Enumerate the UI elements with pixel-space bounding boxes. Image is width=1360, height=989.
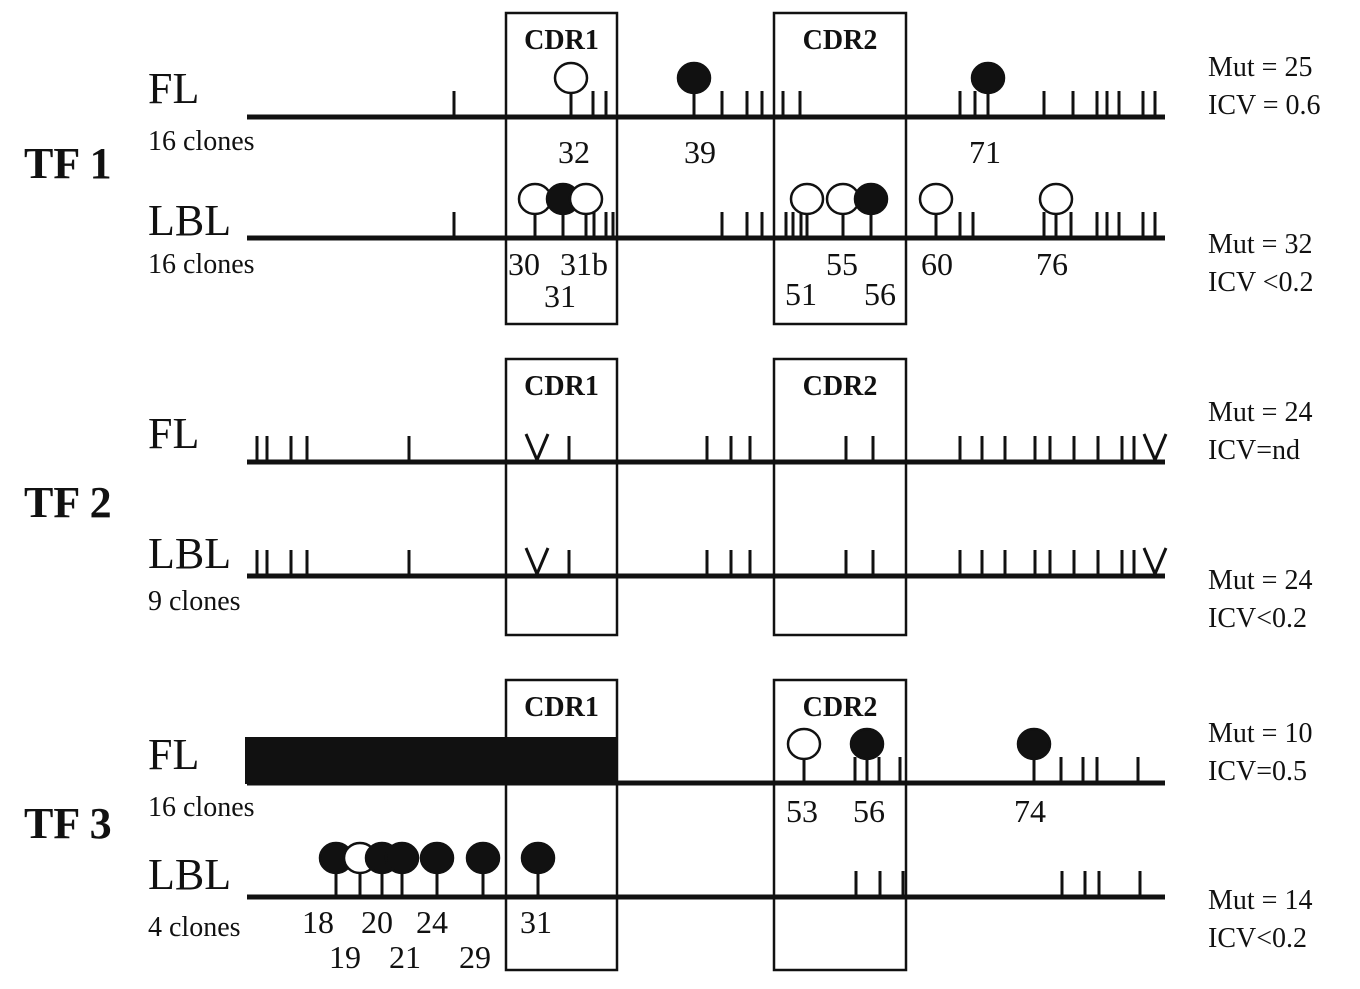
icv-value: ICV=nd — [1208, 435, 1300, 466]
open-circle-marker — [568, 182, 604, 216]
v-mark — [1142, 547, 1168, 578]
filled-circle-marker — [384, 841, 420, 875]
mutation-count: Mut = 24 — [1208, 397, 1312, 428]
open-circle-marker — [789, 182, 825, 216]
codon-label: 24 — [416, 904, 448, 940]
v-mark — [1142, 433, 1168, 464]
cdr2-box — [772, 11, 908, 326]
codon-label: 76 — [1036, 246, 1068, 282]
filled-circle-marker — [465, 841, 501, 875]
codon-label: 74 — [1014, 793, 1046, 829]
codon-label: 32 — [558, 134, 590, 170]
codon-label: 51 — [785, 276, 817, 312]
filled-circle-marker — [419, 841, 455, 875]
open-circle-marker — [553, 61, 589, 95]
v-mark — [524, 547, 550, 578]
codon-label: 30 — [508, 246, 540, 282]
filled-circle-marker — [520, 841, 556, 875]
panel-title: TF 1 — [24, 139, 112, 188]
cdr1-label: CDR1 — [524, 692, 599, 723]
codon-label: 31 — [544, 278, 576, 314]
filled-circle-marker — [970, 61, 1006, 95]
cdr1-box — [504, 11, 619, 326]
mutation-count: Mut = 32 — [1208, 229, 1312, 260]
mutation-count: Mut = 25 — [1208, 52, 1312, 83]
codon-label: 21 — [389, 939, 421, 975]
clone-count: 4 clones — [148, 912, 241, 943]
filled-circle-marker — [676, 61, 712, 95]
mutation-count: Mut = 14 — [1208, 885, 1312, 916]
row-name: FL — [148, 730, 199, 779]
cdr1-label: CDR1 — [524, 25, 599, 56]
codon-label: 20 — [361, 904, 393, 940]
mutation-count: Mut = 10 — [1208, 718, 1312, 749]
codon-label: 31 — [520, 904, 552, 940]
cdr1-box — [504, 678, 619, 972]
panel-title: TF 3 — [24, 799, 112, 848]
codon-label: 56 — [853, 793, 885, 829]
open-circle-marker — [1038, 182, 1074, 216]
row-name: FL — [148, 64, 199, 113]
cdr2-label: CDR2 — [803, 25, 878, 56]
clone-count: 9 clones — [148, 586, 241, 617]
codon-label: 71 — [969, 134, 1001, 170]
cdr2-box — [772, 357, 908, 637]
filled-circle-marker — [853, 182, 889, 216]
cdr2-box — [772, 678, 908, 972]
filled-circle-marker — [1016, 727, 1052, 761]
row-name: FL — [148, 409, 199, 458]
v-mark — [524, 433, 550, 464]
row-name: LBL — [148, 529, 231, 578]
cdr1-label: CDR1 — [524, 371, 599, 402]
codon-label: 53 — [786, 793, 818, 829]
filled-circle-marker — [849, 727, 885, 761]
mutation-count: Mut = 24 — [1208, 565, 1312, 596]
codon-label: 18 — [302, 904, 334, 940]
icv-value: ICV<0.2 — [1208, 923, 1307, 954]
codon-label: 31b — [560, 246, 608, 282]
clone-count: 16 clones — [148, 792, 255, 823]
open-circle-marker — [918, 182, 954, 216]
cdr1-box — [504, 357, 619, 637]
row-name: LBL — [148, 196, 231, 245]
deletion-bar — [245, 737, 617, 784]
codon-label: 19 — [329, 939, 361, 975]
icv-value: ICV<0.2 — [1208, 603, 1307, 634]
panel-title: TF 2 — [24, 478, 112, 527]
row-name: LBL — [148, 850, 231, 899]
icv-value: ICV = 0.6 — [1208, 90, 1321, 121]
codon-label: 55 — [826, 246, 858, 282]
open-circle-marker — [786, 727, 822, 761]
cdr2-label: CDR2 — [803, 692, 878, 723]
icv-value: ICV <0.2 — [1208, 267, 1314, 298]
codon-label: 39 — [684, 134, 716, 170]
codon-label: 56 — [864, 276, 896, 312]
icv-value: ICV=0.5 — [1208, 756, 1307, 787]
clone-count: 16 clones — [148, 126, 255, 157]
codon-label: 29 — [459, 939, 491, 975]
cdr2-label: CDR2 — [803, 371, 878, 402]
clone-count: 16 clones — [148, 249, 255, 280]
codon-label: 60 — [921, 246, 953, 282]
